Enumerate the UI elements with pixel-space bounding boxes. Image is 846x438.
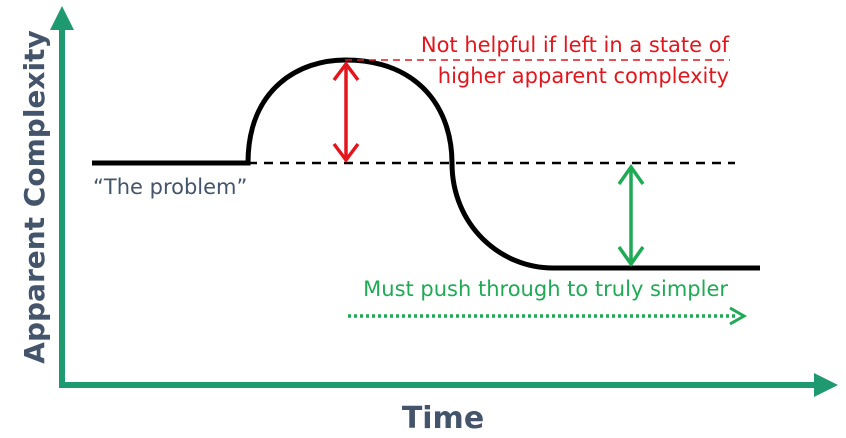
y-axis-arrowhead (50, 6, 74, 30)
not-helpful-label-line2: higher apparent complexity (438, 64, 729, 88)
must-push-label: Must push through to truly simpler (363, 277, 728, 301)
axes (50, 6, 838, 397)
y-axis-title: Apparent Complexity (18, 30, 51, 363)
green-dotted-arrow (348, 306, 748, 326)
problem-label: “The problem” (93, 175, 247, 199)
red-double-arrow (332, 61, 360, 163)
green-double-arrow (617, 163, 645, 268)
not-helpful-label-line1: Not helpful if left in a state of (421, 33, 730, 57)
x-axis-arrowhead (814, 373, 838, 397)
x-axis-title: Time (402, 401, 484, 436)
complexity-curve (92, 57, 760, 271)
